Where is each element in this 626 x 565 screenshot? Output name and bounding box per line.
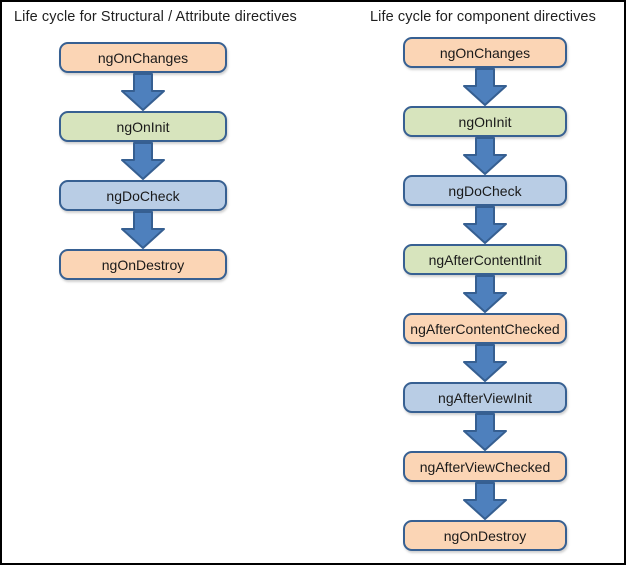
lifecycle-hook-box: ngAfterViewInit [403, 382, 567, 413]
diagram-title-structural-attribute: Life cycle for Structural / Attribute di… [14, 9, 297, 25]
lifecycle-hook-label: ngOnDestroy [101, 256, 185, 273]
lifecycle-hook-box: ngOnInit [59, 111, 227, 142]
lifecycle-hook-box: ngAfterContentInit [403, 244, 567, 275]
lifecycle-hook-label: ngDoCheck [106, 187, 180, 204]
down-arrow-icon [462, 482, 508, 520]
component-lifecycle-diagram: Life cycle for component directives ngOn… [315, 2, 624, 563]
diagram-title-component: Life cycle for component directives [370, 9, 596, 25]
lifecycle-hook-label: ngDoCheck [448, 182, 522, 199]
lifecycle-hook-box: ngOnDestroy [59, 249, 227, 280]
flow-nodes: ngOnChanges ngOnInit ngDoCheck ngOnDestr… [59, 42, 227, 280]
down-arrow-icon [120, 142, 166, 180]
down-arrow-icon [462, 413, 508, 451]
lifecycle-hook-box: ngOnDestroy [403, 520, 567, 551]
lifecycle-hook-label: ngOnInit [116, 118, 170, 135]
lifecycle-hook-label: ngOnInit [458, 113, 512, 130]
down-arrow-icon [462, 275, 508, 313]
lifecycle-hook-box: ngDoCheck [403, 175, 567, 206]
lifecycle-hook-label: ngOnChanges [439, 44, 531, 61]
lifecycle-hook-label: ngAfterViewChecked [419, 458, 551, 475]
down-arrow-icon [462, 344, 508, 382]
down-arrow-icon [462, 206, 508, 244]
down-arrow-icon [120, 211, 166, 249]
lifecycle-hook-label: ngOnDestroy [443, 527, 527, 544]
lifecycle-hook-box: ngOnChanges [403, 37, 567, 68]
lifecycle-hook-box: ngOnChanges [59, 42, 227, 73]
flow-nodes: ngOnChanges ngOnInit ngDoCheck ngAfterCo… [403, 37, 567, 551]
lifecycle-hook-box: ngOnInit [403, 106, 567, 137]
lifecycle-hook-box: ngAfterViewChecked [403, 451, 567, 482]
down-arrow-icon [462, 68, 508, 106]
lifecycle-hook-label: ngAfterContentInit [428, 251, 542, 268]
lifecycle-hook-label: ngOnChanges [97, 49, 189, 66]
lifecycle-hook-box: ngAfterContentChecked [403, 313, 567, 344]
structural-attribute-lifecycle-diagram: Life cycle for Structural / Attribute di… [2, 2, 315, 563]
down-arrow-icon [462, 137, 508, 175]
lifecycle-hook-box: ngDoCheck [59, 180, 227, 211]
down-arrow-icon [120, 73, 166, 111]
lifecycle-hook-label: ngAfterContentChecked [410, 320, 560, 337]
lifecycle-hook-label: ngAfterViewInit [438, 389, 532, 406]
